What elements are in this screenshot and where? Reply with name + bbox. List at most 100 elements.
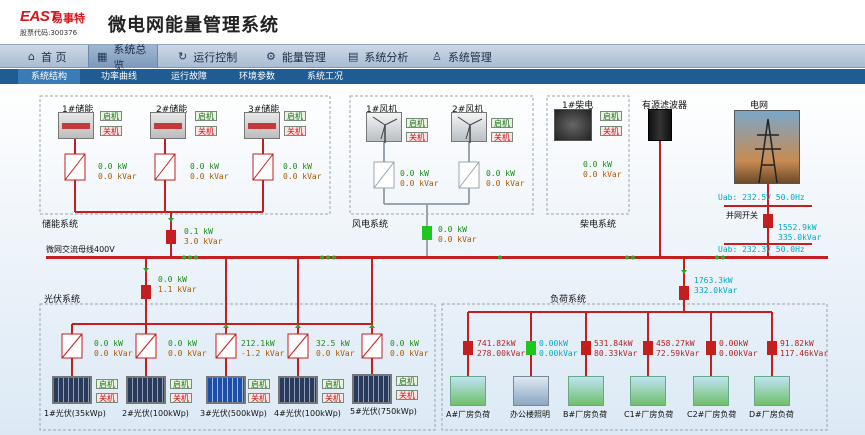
pv1-kw: 0.0 kW [94, 339, 123, 348]
factory-icon [450, 376, 486, 406]
diesel-system-title: 柴电系统 [580, 220, 617, 230]
company-logo: EAST [20, 8, 59, 25]
load4-kw: 458.27kW [656, 339, 695, 348]
grid-icon: ▦ [97, 50, 108, 63]
nav-run-control[interactable]: ↻ 运行控制 [178, 45, 256, 68]
wind-total-kw: 0.0 kW [438, 225, 467, 234]
nav-overview[interactable]: ▦ 系统总览 [88, 43, 158, 72]
battery-icon [58, 112, 94, 139]
diesel-kvar: 0.0 kVar [583, 170, 622, 179]
tab-power-curve[interactable]: 功率曲线 [100, 72, 137, 82]
wind-unit-label: 1#风机 [366, 105, 398, 115]
storage-total-kw: 0.1 kW [184, 227, 213, 236]
diesel-unit-label: 1#柴电 [562, 101, 594, 111]
diesel-stop-button[interactable]: 关机 [600, 126, 622, 136]
grid-bottom-reading: Uab: 232.3V 50.0Hz [718, 245, 805, 254]
load4-name: C1#厂房负荷 [624, 410, 674, 419]
nav-energy-mgmt[interactable]: ⚙ 能量管理 [266, 45, 344, 68]
grid-top-reading: Uab: 232.5V 50.0Hz [718, 193, 805, 202]
tab-run-fault[interactable]: 运行故障 [170, 72, 207, 82]
factory-icon [630, 376, 666, 406]
storage2-stop-button[interactable]: 关机 [195, 126, 217, 136]
filter-label: 有源滤波器 [642, 101, 688, 111]
pv3-name: 3#光伏(500kWp) [200, 409, 267, 418]
company-logo-cn: 易事特 [52, 12, 85, 25]
wind1-stop-button[interactable]: 关机 [406, 132, 428, 142]
pv2-stop-button[interactable]: 关机 [170, 393, 192, 403]
load6-kvar: 117.46kVar [780, 349, 829, 358]
pv5-kvar: 0.0 kVar [390, 349, 429, 358]
main-bus [46, 256, 828, 259]
bar-chart-icon: ▤ [348, 50, 359, 63]
storage-system-title: 储能系统 [42, 220, 79, 230]
wind-system-title: 风电系统 [352, 220, 389, 230]
page-title: 微电网能量管理系统 [108, 15, 279, 36]
tab-env-params[interactable]: 环境参数 [238, 72, 275, 82]
pv-main-breaker [141, 285, 151, 299]
nav-label: 运行控制 [193, 50, 238, 64]
home-icon: ⌂ [28, 50, 35, 63]
diesel-start-button[interactable]: 启机 [600, 111, 622, 121]
load1-name: A#厂房负荷 [446, 410, 491, 419]
pv3-stop-button[interactable]: 关机 [248, 393, 270, 403]
nav-label: 系统总览 [113, 42, 147, 72]
grid-switch-kw: 1552.9kW [778, 223, 817, 232]
load-main-breaker [679, 286, 689, 300]
load3-name: B#厂房负荷 [563, 410, 608, 419]
storage2-kw: 0.0 kW [190, 162, 219, 171]
wiring-diagram [39, 95, 828, 431]
bus-label: 微网交流母线400V [46, 245, 115, 254]
solar-panel-icon [352, 374, 392, 404]
load4-kvar: 72.59kVar [656, 349, 700, 358]
storage-breaker [166, 230, 176, 244]
load3-kw: 531.84kW [594, 339, 633, 348]
factory-icon [754, 376, 790, 406]
storage2-start-button[interactable]: 启机 [195, 111, 217, 121]
pv2-start-button[interactable]: 启机 [170, 379, 192, 389]
nav-sys-mgmt[interactable]: ♙ 系统管理 [432, 45, 512, 68]
storage3-stop-button[interactable]: 关机 [284, 126, 306, 136]
storage3-start-button[interactable]: 启机 [284, 111, 306, 121]
wind2-start-button[interactable]: 启机 [491, 118, 513, 128]
pv5-start-button[interactable]: 启机 [396, 376, 418, 386]
pv-total-kvar: 1.1 kVar [158, 285, 197, 294]
pv4-start-button[interactable]: 启机 [322, 379, 344, 389]
nav-analysis[interactable]: ▤ 系统分析 [348, 45, 426, 68]
load3-kvar: 80.33kVar [594, 349, 638, 358]
pv4-name: 4#光伏(100kWp) [274, 409, 341, 418]
wind-breaker [422, 226, 432, 240]
gears-icon: ⚙ [266, 50, 276, 63]
factory-icon [568, 376, 604, 406]
battery-icon [244, 112, 280, 139]
load-total-kw: 1763.3kW [694, 276, 733, 285]
pv1-start-button[interactable]: 启机 [96, 379, 118, 389]
nav-home[interactable]: ⌂ 首 页 [28, 45, 90, 68]
solar-panel-icon [278, 376, 318, 404]
pv5-stop-button[interactable]: 关机 [396, 390, 418, 400]
storage3-kw: 0.0 kW [283, 162, 312, 171]
pv4-stop-button[interactable]: 关机 [322, 393, 344, 403]
storage-frame [39, 95, 331, 215]
nav-label: 能量管理 [281, 50, 326, 64]
grid-switch-label: 并网开关 [726, 211, 758, 220]
solar-panel-icon [126, 376, 166, 404]
wind1-kw: 0.0 kW [400, 169, 429, 178]
main-nav: ⌂ 首 页 ▦ 系统总览 ↻ 运行控制 ⚙ 能量管理 ▤ 系统分析 ♙ 系统管理 [0, 43, 865, 72]
wind2-kvar: 0.0 kVar [486, 179, 525, 188]
pv-frame [39, 303, 436, 431]
pv1-stop-button[interactable]: 关机 [96, 393, 118, 403]
load6-kw: 91.82kW [780, 339, 814, 348]
load1-kvar: 278.00kVar [477, 349, 526, 358]
grid-label: 电网 [750, 101, 769, 111]
active-filter-icon [648, 109, 672, 141]
tab-system-structure[interactable]: 系统结构 [18, 69, 80, 84]
storage1-start-button[interactable]: 启机 [100, 111, 122, 121]
wind-turbine-icon [366, 112, 402, 143]
storage1-stop-button[interactable]: 关机 [100, 126, 122, 136]
pv4-kw: 32.5 kW [316, 339, 350, 348]
tab-system-status[interactable]: 系统工况 [306, 72, 343, 82]
wind2-stop-button[interactable]: 关机 [491, 132, 513, 142]
grid-switch-kvar: 335.0kVar [778, 233, 822, 242]
wind1-start-button[interactable]: 启机 [406, 118, 428, 128]
pv3-start-button[interactable]: 启机 [248, 379, 270, 389]
